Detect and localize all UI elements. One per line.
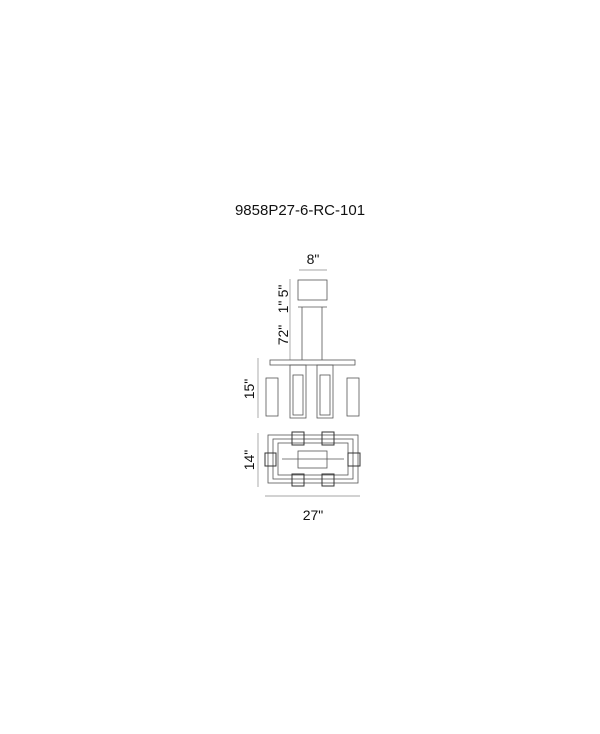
fixture-height-label: 15" — [241, 379, 257, 400]
light-square — [321, 473, 335, 487]
rod-length-label: 72" — [275, 325, 291, 346]
light-square — [321, 431, 335, 446]
center-plate — [297, 450, 328, 469]
canopy-height-label: 5" — [275, 285, 291, 298]
length-label: 27" — [303, 507, 324, 523]
shade-left — [265, 377, 279, 417]
top-view: 14" 27" — [241, 431, 361, 523]
model-number-title: 9858P27-6-RC-101 — [234, 202, 366, 219]
frame-outer — [267, 434, 359, 484]
frame-mid — [272, 438, 354, 480]
light-square — [264, 452, 277, 467]
side-elevation: 8" 5" 1" 72" 15" — [241, 251, 360, 419]
shade-inner — [292, 374, 304, 416]
canopy — [297, 279, 328, 301]
plate-gap-label: 1" — [275, 301, 291, 314]
light-square — [291, 431, 305, 446]
shade-center-left — [289, 364, 307, 419]
light-square — [347, 452, 361, 467]
canopy-width-label: 8" — [307, 251, 320, 267]
depth-label: 14" — [241, 450, 257, 471]
fixture-bar — [269, 359, 356, 366]
shade-right — [346, 377, 360, 417]
shade-center-right — [316, 364, 334, 419]
shade-inner — [319, 374, 331, 416]
light-square — [291, 473, 305, 487]
